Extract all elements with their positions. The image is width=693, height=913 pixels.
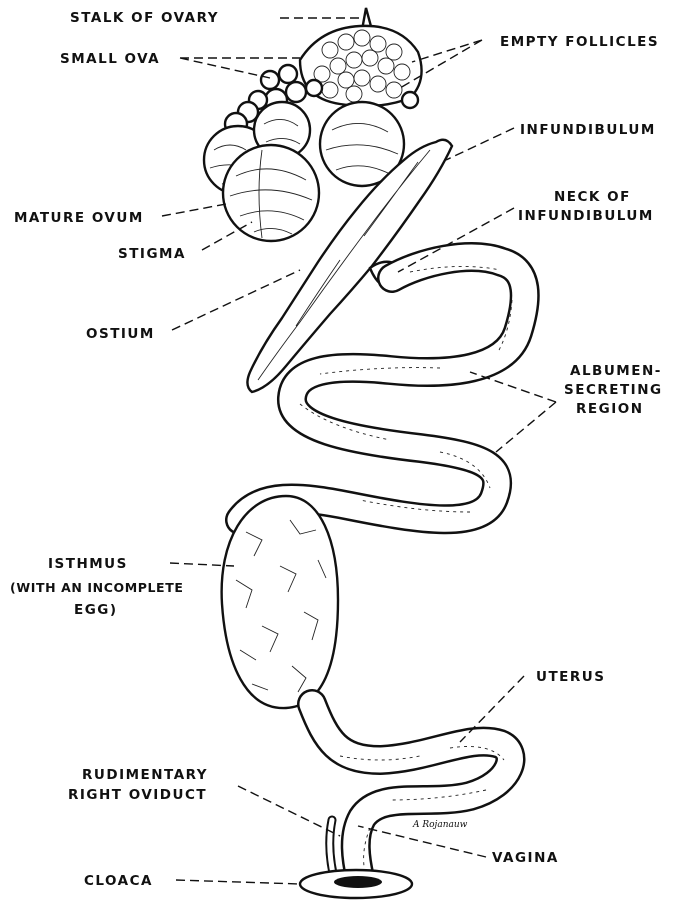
label-infundibulum: INFUNDIBULUM bbox=[520, 122, 656, 138]
label-isthmus-line1: ISTHMUS bbox=[48, 556, 128, 572]
label-neck-line2: INFUNDIBULUM bbox=[518, 208, 654, 224]
leader-albumen bbox=[470, 372, 556, 452]
label-isthmus-line2: (WITH AN INCOMPLETE bbox=[10, 580, 183, 595]
label-albumen-line3: REGION bbox=[576, 401, 644, 417]
label-vagina: VAGINA bbox=[492, 850, 559, 866]
leader-cloaca bbox=[176, 880, 300, 884]
label-stalk-of-ovary: STALK OF OVARY bbox=[70, 10, 219, 26]
cloaca-opening bbox=[334, 876, 382, 888]
artist-signature: A Rojanauw bbox=[412, 820, 468, 830]
label-small-ova: SMALL OVA bbox=[60, 51, 160, 67]
label-albumen-line2: SECRETING bbox=[564, 382, 663, 398]
leader-stigma bbox=[202, 222, 252, 250]
albumen-tube bbox=[240, 257, 525, 520]
label-mature-ovum: MATURE OVUM bbox=[14, 210, 144, 226]
label-ostium: OSTIUM bbox=[86, 326, 155, 342]
label-uterus: UTERUS bbox=[536, 669, 605, 685]
leader-infundibulum bbox=[446, 128, 514, 160]
mature-ovum bbox=[223, 145, 319, 241]
label-albumen-line1: ALBUMEN- bbox=[570, 363, 662, 379]
isthmus-egg bbox=[222, 496, 338, 708]
label-stigma: STIGMA bbox=[118, 246, 186, 262]
label-empty-follicles: EMPTY FOLLICLES bbox=[500, 34, 659, 50]
label-isthmus-line3: EGG) bbox=[74, 602, 118, 618]
label-neck-line1: NECK OF bbox=[554, 189, 631, 205]
lower-oviduct bbox=[300, 704, 510, 898]
label-rudimentary-line2: RIGHT OVIDUCT bbox=[68, 787, 207, 803]
label-cloaca: CLOACA bbox=[84, 873, 153, 889]
isthmus bbox=[222, 496, 338, 708]
leader-rudimentary bbox=[238, 786, 340, 836]
leader-vagina bbox=[358, 826, 486, 857]
leader-mature-ovum bbox=[162, 204, 226, 216]
label-rudimentary-line1: RUDIMENTARY bbox=[82, 767, 208, 783]
